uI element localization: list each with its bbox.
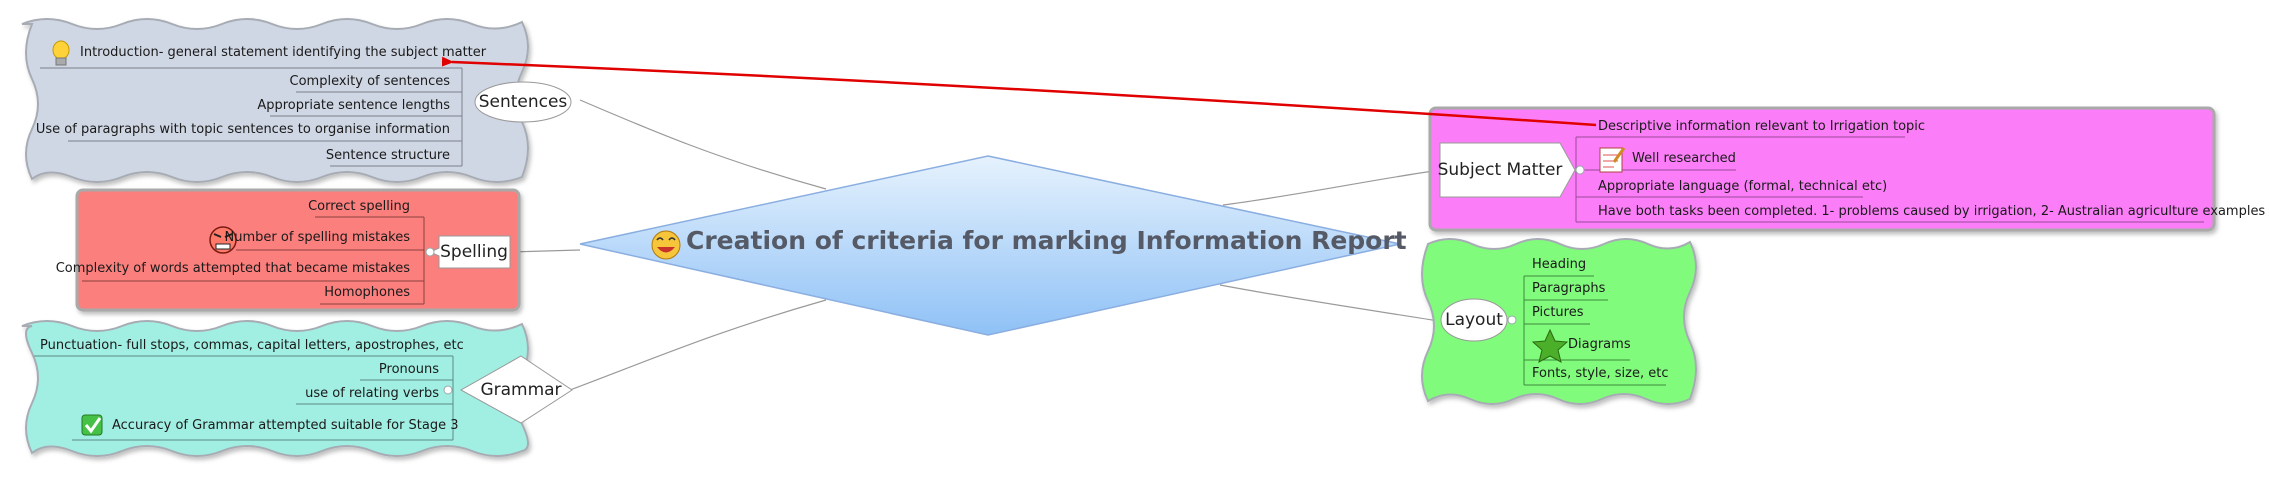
connector-layout <box>1219 284 1446 323</box>
lightbulb-icon <box>52 40 70 66</box>
layout-item-heading[interactable]: Heading <box>1532 257 1587 272</box>
checkmark-icon <box>81 414 103 436</box>
grammar-item-pronouns[interactable]: Pronouns <box>378 362 439 377</box>
subject-item-tasks[interactable]: Have both tasks been completed. 1- probl… <box>1598 204 2266 219</box>
spelling-item-correct[interactable]: Correct spelling <box>308 199 410 214</box>
sentences-item-complexity[interactable]: Complexity of sentences <box>289 74 450 89</box>
angry-face-icon <box>209 226 237 254</box>
spelling-node <box>428 235 511 269</box>
spelling-topic[interactable]: Spelling <box>440 238 508 266</box>
connector-spelling <box>509 249 581 253</box>
grammar-item-punctuation[interactable]: Punctuation- full stops, commas, capital… <box>40 338 464 353</box>
spelling-item-complexity[interactable]: Complexity of words attempted that becam… <box>55 261 410 276</box>
sentences-item-intro[interactable]: Introduction- general statement identify… <box>80 45 487 60</box>
notepad-icon <box>1599 147 1626 173</box>
layout-box <box>1421 238 1697 405</box>
grammar-box <box>21 320 529 457</box>
subject-topic-label: Subject Matter <box>1437 160 1563 180</box>
central-topic[interactable]: Creation of criteria for marking Informa… <box>686 226 1407 255</box>
connector-subject <box>1222 169 1441 206</box>
star-icon <box>1531 328 1569 363</box>
subject-item-researched[interactable]: Well researched <box>1632 151 1736 166</box>
relationship-arrow <box>441 56 1597 127</box>
layout-item-fonts[interactable]: Fonts, style, size, etc <box>1532 366 1669 381</box>
laughing-face-icon <box>651 230 681 260</box>
grammar-topic[interactable]: Grammar <box>471 376 571 404</box>
central-diamond <box>579 155 1401 336</box>
spelling-topic-label: Spelling <box>440 242 508 262</box>
sentences-node <box>474 81 572 123</box>
layout-topic[interactable]: Layout <box>1443 306 1505 334</box>
layout-item-paragraphs[interactable]: Paragraphs <box>1532 281 1606 296</box>
grammar-item-accuracy[interactable]: Accuracy of Grammar attempted suitable f… <box>112 418 459 433</box>
subject-node <box>1439 142 1576 198</box>
layout-node <box>1440 298 1508 342</box>
subject-item-language[interactable]: Appropriate language (formal, technical … <box>1598 179 1888 194</box>
subject-item-descriptive[interactable]: Descriptive information relevant to Irri… <box>1598 119 1926 134</box>
layout-topic-label: Layout <box>1445 310 1503 330</box>
grammar-topic-label: Grammar <box>480 380 562 400</box>
sentences-item-paragraphs[interactable]: Use of paragraphs with topic sentences t… <box>35 122 450 137</box>
sentences-topic-label: Sentences <box>478 92 568 112</box>
layout-item-pictures[interactable]: Pictures <box>1532 305 1584 320</box>
connector-sentences <box>579 99 827 190</box>
spelling-item-homophones[interactable]: Homophones <box>324 285 410 300</box>
central-topic-label: Creation of criteria for marking Informa… <box>686 226 1407 255</box>
grammar-item-relating-verbs[interactable]: use of relating verbs <box>305 386 439 401</box>
sentences-topic[interactable]: Sentences <box>476 88 570 116</box>
sentences-item-lengths[interactable]: Appropriate sentence lengths <box>257 98 450 113</box>
subject-topic[interactable]: Subject Matter <box>1438 156 1563 184</box>
subject-box <box>1428 106 2216 232</box>
sentences-item-structure[interactable]: Sentence structure <box>325 148 450 163</box>
grammar-node <box>459 355 573 424</box>
layout-item-diagrams[interactable]: Diagrams <box>1568 337 1631 352</box>
connector-grammar <box>569 299 827 391</box>
spelling-item-mistakes[interactable]: Number of spelling mistakes <box>224 230 410 245</box>
